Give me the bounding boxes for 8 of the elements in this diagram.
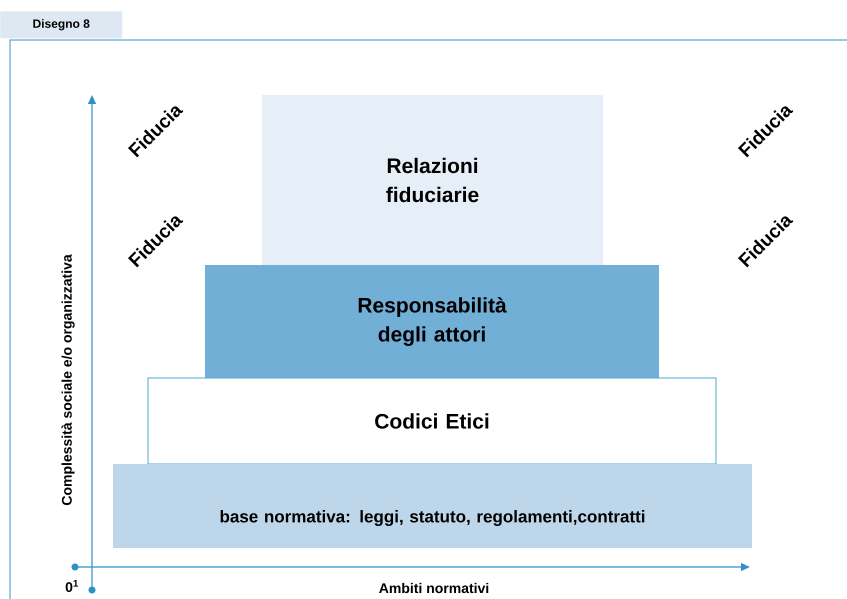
level-box: Relazioni fiduciarie bbox=[262, 95, 603, 265]
level-box: Responsabilità degli attori bbox=[205, 265, 659, 378]
origin-label: 0$^{1}$ bbox=[66, 580, 78, 592]
level-box: base normativa: leggi, statuto, regolamenti,contratti bbox=[113, 464, 752, 548]
level-box: Codici Etici bbox=[148, 378, 716, 464]
axis-title: Complessità sociale e/o organizzativa bbox=[61, 254, 75, 506]
title-tab: Disegno 8 bbox=[0, 11, 122, 38]
axis-title: Ambiti normativi bbox=[379, 582, 488, 594]
